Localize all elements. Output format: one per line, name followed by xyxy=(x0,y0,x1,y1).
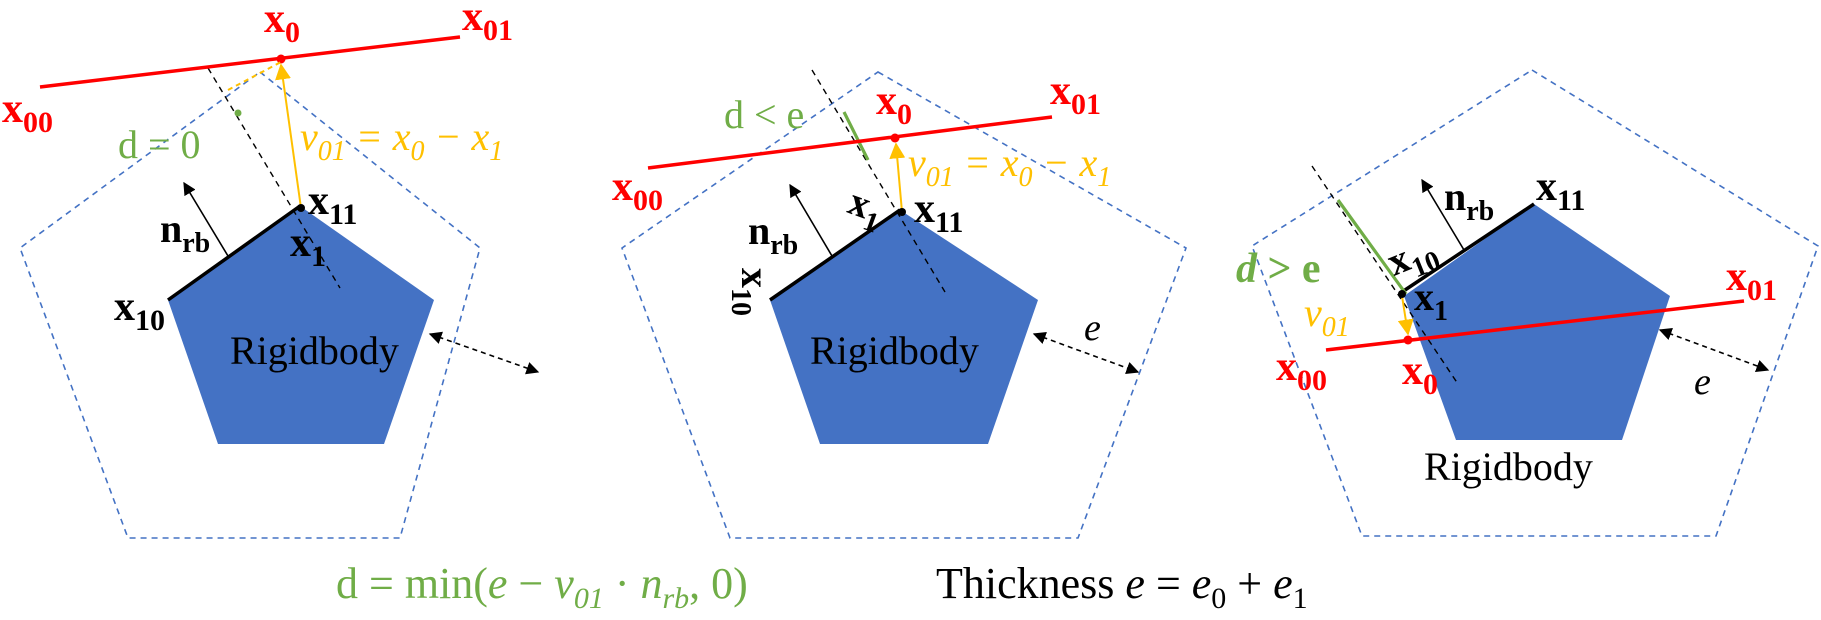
offset-boundary xyxy=(1251,69,1819,537)
segment-line xyxy=(647,115,1053,170)
edge-start-point xyxy=(1398,290,1406,298)
segment-start-label: x00 xyxy=(2,86,53,139)
segment-point xyxy=(276,54,286,64)
vector-equation: v01 = x0 − x1 xyxy=(908,140,1111,193)
rigidbody-shape xyxy=(168,206,434,444)
thickness-arrow xyxy=(1032,331,1140,375)
edge-start-label: x10 xyxy=(725,268,778,316)
segment-line xyxy=(1325,299,1745,352)
edge-end-label: x11 xyxy=(1536,164,1585,217)
rigidbody-shape xyxy=(770,210,1038,444)
edge-end-label: x11 xyxy=(914,186,963,239)
vector-label: v01 xyxy=(1304,290,1350,343)
segment-start-label: x00 xyxy=(612,164,663,217)
segment-point xyxy=(1403,335,1413,345)
panel-2: Rigidbody x10 x11 x1 nrb x00 x01 x0 d < … xyxy=(612,68,1187,539)
segment-point-label: x0 xyxy=(1402,348,1438,401)
normal-arrow xyxy=(1421,178,1465,251)
distance-label: d < e xyxy=(724,92,804,137)
thickness-label: e xyxy=(1694,361,1711,403)
edge-end-point xyxy=(898,208,906,216)
segment-point-label: x0 xyxy=(876,78,912,131)
thickness-arrow xyxy=(428,331,540,375)
normal-label: nrb xyxy=(160,206,210,259)
thickness-arrow xyxy=(1658,327,1770,373)
vector-equation: v01 = x0 − x1 xyxy=(300,114,503,167)
contact-edge xyxy=(769,208,901,302)
thickness-label: e xyxy=(1084,307,1101,349)
body-label: Rigidbody xyxy=(1424,444,1593,489)
distance-point xyxy=(234,109,242,117)
projection-label: x1 xyxy=(290,220,326,273)
panel-1: Rigidbody x10 x11 x1 nrb x00 x01 x0 d = … xyxy=(2,0,540,539)
edge-end-label: x11 xyxy=(308,178,357,231)
thickness-formula: Thickness e = e0 + e1 xyxy=(936,559,1308,615)
yellow-dashed-link xyxy=(227,61,282,91)
normal-arrow xyxy=(789,183,833,257)
distance-label: d > e xyxy=(1236,246,1321,292)
segment-end-label: x01 xyxy=(1050,68,1101,121)
normal-label: nrb xyxy=(1444,174,1494,227)
projection-label: x1 xyxy=(1414,274,1448,327)
segment-point-label: x0 xyxy=(264,0,300,49)
vector-v01 xyxy=(889,142,906,213)
vector-v01 xyxy=(1397,295,1414,336)
distance-label: d = 0 xyxy=(118,122,201,167)
body-label: Rigidbody xyxy=(230,328,399,373)
distance-segment xyxy=(1336,199,1408,295)
edge-end-point xyxy=(297,204,305,212)
contact-edge xyxy=(166,204,302,302)
projection-line xyxy=(207,67,341,289)
contact-edge xyxy=(1401,202,1535,294)
offset-boundary xyxy=(19,70,481,539)
distance-segment xyxy=(842,111,870,161)
offset-boundary xyxy=(621,71,1187,539)
segment-end-label: x01 xyxy=(462,0,513,47)
vector-v01 xyxy=(275,63,302,209)
normal-label: nrb xyxy=(748,208,798,261)
rigidbody-shape xyxy=(1404,204,1670,440)
edge-start-label: x10 xyxy=(114,284,165,337)
distance-formula: d = min(e − v01 · nrb, 0) xyxy=(336,559,748,615)
normal-arrow xyxy=(183,181,229,257)
segment-end-label: x01 xyxy=(1726,254,1777,307)
body-label: Rigidbody xyxy=(810,328,979,373)
segment-point xyxy=(890,133,900,143)
segment-line xyxy=(39,35,461,89)
segment-start-label: x00 xyxy=(1276,344,1327,397)
panel-3: Rigidbody x10 x11 x1 nrb x00 x01 x0 d > … xyxy=(1236,69,1819,537)
